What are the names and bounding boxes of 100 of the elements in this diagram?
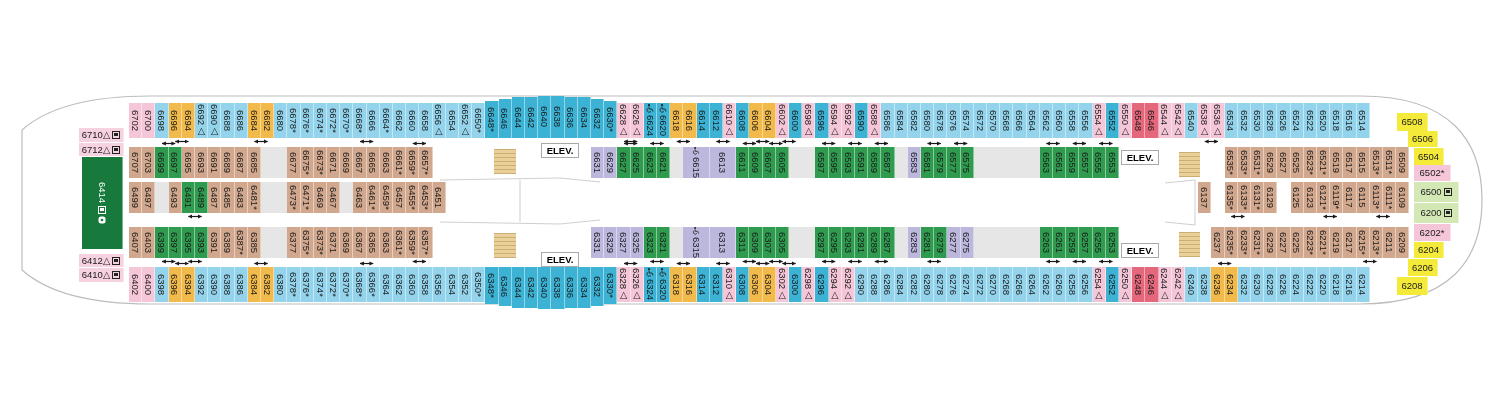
connecting-door-arrow <box>187 214 203 219</box>
cabin-number: 6597 <box>816 151 827 174</box>
cabin <box>155 103 169 138</box>
connecting-door-arrow <box>1045 141 1061 146</box>
connecting-door-arrow <box>412 259 427 264</box>
cabin <box>79 143 124 156</box>
connecting-door-arrow <box>1362 259 1377 264</box>
connecting-door-arrow <box>715 261 731 266</box>
cabin-number: 6362 <box>394 273 404 296</box>
cabin-number: 6644 <box>513 106 523 129</box>
cabin-number: 6598△ <box>803 104 814 137</box>
cabin-number: 6296 <box>816 273 827 296</box>
cabin <box>683 103 697 138</box>
cabin-number: 6654 <box>447 109 457 132</box>
cabin-number: 6242△ <box>1173 268 1183 301</box>
cabin <box>1132 103 1146 138</box>
cabin-number: 6493 <box>169 186 180 209</box>
cabin-number: 6540 <box>1186 109 1196 132</box>
cabin-number: 6520 <box>1318 109 1328 132</box>
cabin <box>79 128 124 142</box>
cabin <box>1053 267 1067 302</box>
cabin-number: 6387* <box>235 230 246 255</box>
cabin <box>1013 103 1027 138</box>
cabin-number: 6463 <box>354 186 365 209</box>
cabin <box>736 147 750 178</box>
cabin-number: 6300 <box>790 273 800 296</box>
cabin-number: 6534 <box>1225 109 1236 132</box>
cabin-number: 6665 <box>367 151 378 174</box>
cabin <box>287 267 301 302</box>
connecting-door-arrow <box>359 139 374 144</box>
cabin <box>604 267 618 304</box>
cabin-number: 6344 <box>513 276 523 299</box>
cabin <box>142 227 156 258</box>
cabin <box>921 103 935 138</box>
cabin <box>406 267 420 302</box>
cabin-number: 6489 <box>196 186 206 209</box>
cabin-number: 6668* <box>354 108 365 133</box>
cabin-number: 6581 <box>922 151 932 174</box>
cabin-number: 6500 <box>1420 187 1442 197</box>
cabin-number: 6109 <box>1397 186 1408 209</box>
cabin-number: 6260 <box>1054 273 1064 296</box>
cabin <box>921 147 935 178</box>
cabin-number: 6648* <box>486 107 497 132</box>
cabin-number: 6389 <box>222 231 233 254</box>
cabin-number: 6671 <box>328 151 338 174</box>
cabin-number: 6602△ <box>777 104 787 137</box>
cabin <box>221 227 235 258</box>
cabin-number: 6453* <box>420 185 431 210</box>
cabin-number: 6281 <box>922 231 932 254</box>
cabin <box>670 103 684 138</box>
cabin-number: 6368* <box>354 272 365 297</box>
cabin-number: 6593 <box>843 151 853 174</box>
cabin-number: 6614 <box>697 109 708 132</box>
cabin-number: 6491 <box>183 186 193 209</box>
cabin-number: 6467 <box>328 186 338 209</box>
cabin-number: 6519 <box>1331 151 1342 174</box>
cabin-number: 6215* <box>1357 230 1368 255</box>
cabin-number: 6578 <box>935 109 946 132</box>
cabin-number: 6688 <box>222 109 233 132</box>
cabin-number: 6531* <box>1252 150 1262 175</box>
cabin-number: 6252 <box>1107 273 1117 296</box>
cabin <box>1330 267 1344 302</box>
cabin-number: 6348* <box>486 273 497 298</box>
cabin-number: 6580 <box>922 109 932 132</box>
cabin <box>1053 147 1067 178</box>
cabin-number: 6553 <box>1107 151 1117 174</box>
cabin-number: 6675* <box>301 150 312 175</box>
cabin <box>208 267 222 302</box>
cabin <box>195 267 209 302</box>
cabin <box>1414 203 1459 223</box>
cabin <box>1264 227 1278 258</box>
cabin-number: 6391 <box>209 231 220 254</box>
cabin <box>1211 267 1225 302</box>
cabin-number: 6287 <box>882 231 893 254</box>
cabin <box>274 103 288 138</box>
cabin-number: 6604 <box>763 109 774 132</box>
connecting-door-arrow <box>1072 259 1087 264</box>
connecting-door-arrow <box>768 259 783 264</box>
cabin <box>142 103 156 138</box>
cabin-number: 6563 <box>1041 151 1051 174</box>
cabin-number: 6661* <box>394 150 404 175</box>
cabin-number: 6237 <box>1212 231 1223 254</box>
connecting-door-arrow <box>253 139 269 144</box>
cabin-number: 6560 <box>1054 109 1064 132</box>
cabin-number: 6589 <box>869 151 880 174</box>
cabin <box>1066 103 1080 138</box>
cabin <box>459 267 473 302</box>
cabin-number: 6226 <box>1278 273 1289 296</box>
cabin-number: 6630* <box>605 107 616 132</box>
cabin <box>1211 227 1225 258</box>
cabin <box>657 147 671 178</box>
cabin-number: 6544△ <box>1159 104 1170 137</box>
cabin <box>657 267 671 302</box>
connecting-door-arrow <box>174 261 189 266</box>
cabin-number: 6396 <box>169 273 180 296</box>
cabin <box>657 103 671 138</box>
cabin-number: 6552 <box>1107 109 1117 132</box>
cabin-number: 6487 <box>209 186 220 209</box>
cabin <box>736 227 750 258</box>
cabin-number: 6305 <box>777 231 787 254</box>
